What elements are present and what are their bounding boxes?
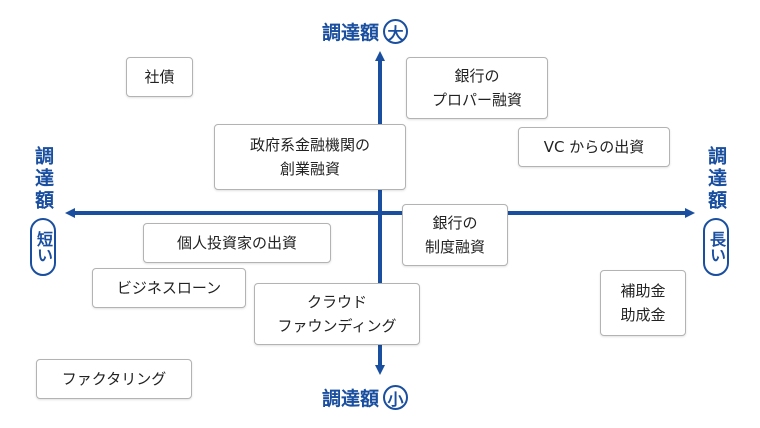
axis-label-left-text: 調達額 [32,146,54,212]
axis-label-top-badge: 大 [383,19,409,44]
axis-label-top-text: 調達額 [322,22,380,44]
item-angel-investment: 個人投資家の出資 [143,223,331,263]
axis-label-bottom-badge: 小 [383,385,409,410]
axis-label-left-badge: 短い [30,218,56,276]
axis-label-left: 調達額 短い [30,146,56,276]
axis-label-left-badge-text: 短い [34,231,53,263]
axis-label-right-badge: 長い [703,218,729,276]
item-shasai: 社債 [126,57,193,97]
axis-label-right-text: 調達額 [705,146,727,212]
axis-label-bottom: 調達額 小 [322,384,409,411]
item-business-loan: ビジネスローン [92,268,246,308]
item-crowdfunding: クラウド ファウンディング [254,283,420,345]
item-factoring: ファクタリング [36,359,192,399]
axis-label-right: 調達額 長い [703,146,729,276]
axis-label-right-badge-text: 長い [707,231,726,263]
item-vc-investment: VC からの出資 [518,127,670,167]
axis-label-bottom-text: 調達額 [322,388,380,410]
item-govt-startup-loan: 政府系金融機関の 創業融資 [214,124,406,190]
axis-label-top: 調達額 大 [322,18,409,45]
item-bank-system-loan: 銀行の 制度融資 [402,204,508,266]
item-subsidy: 補助金 助成金 [600,270,686,336]
item-bank-proper: 銀行の プロパー融資 [406,57,548,119]
